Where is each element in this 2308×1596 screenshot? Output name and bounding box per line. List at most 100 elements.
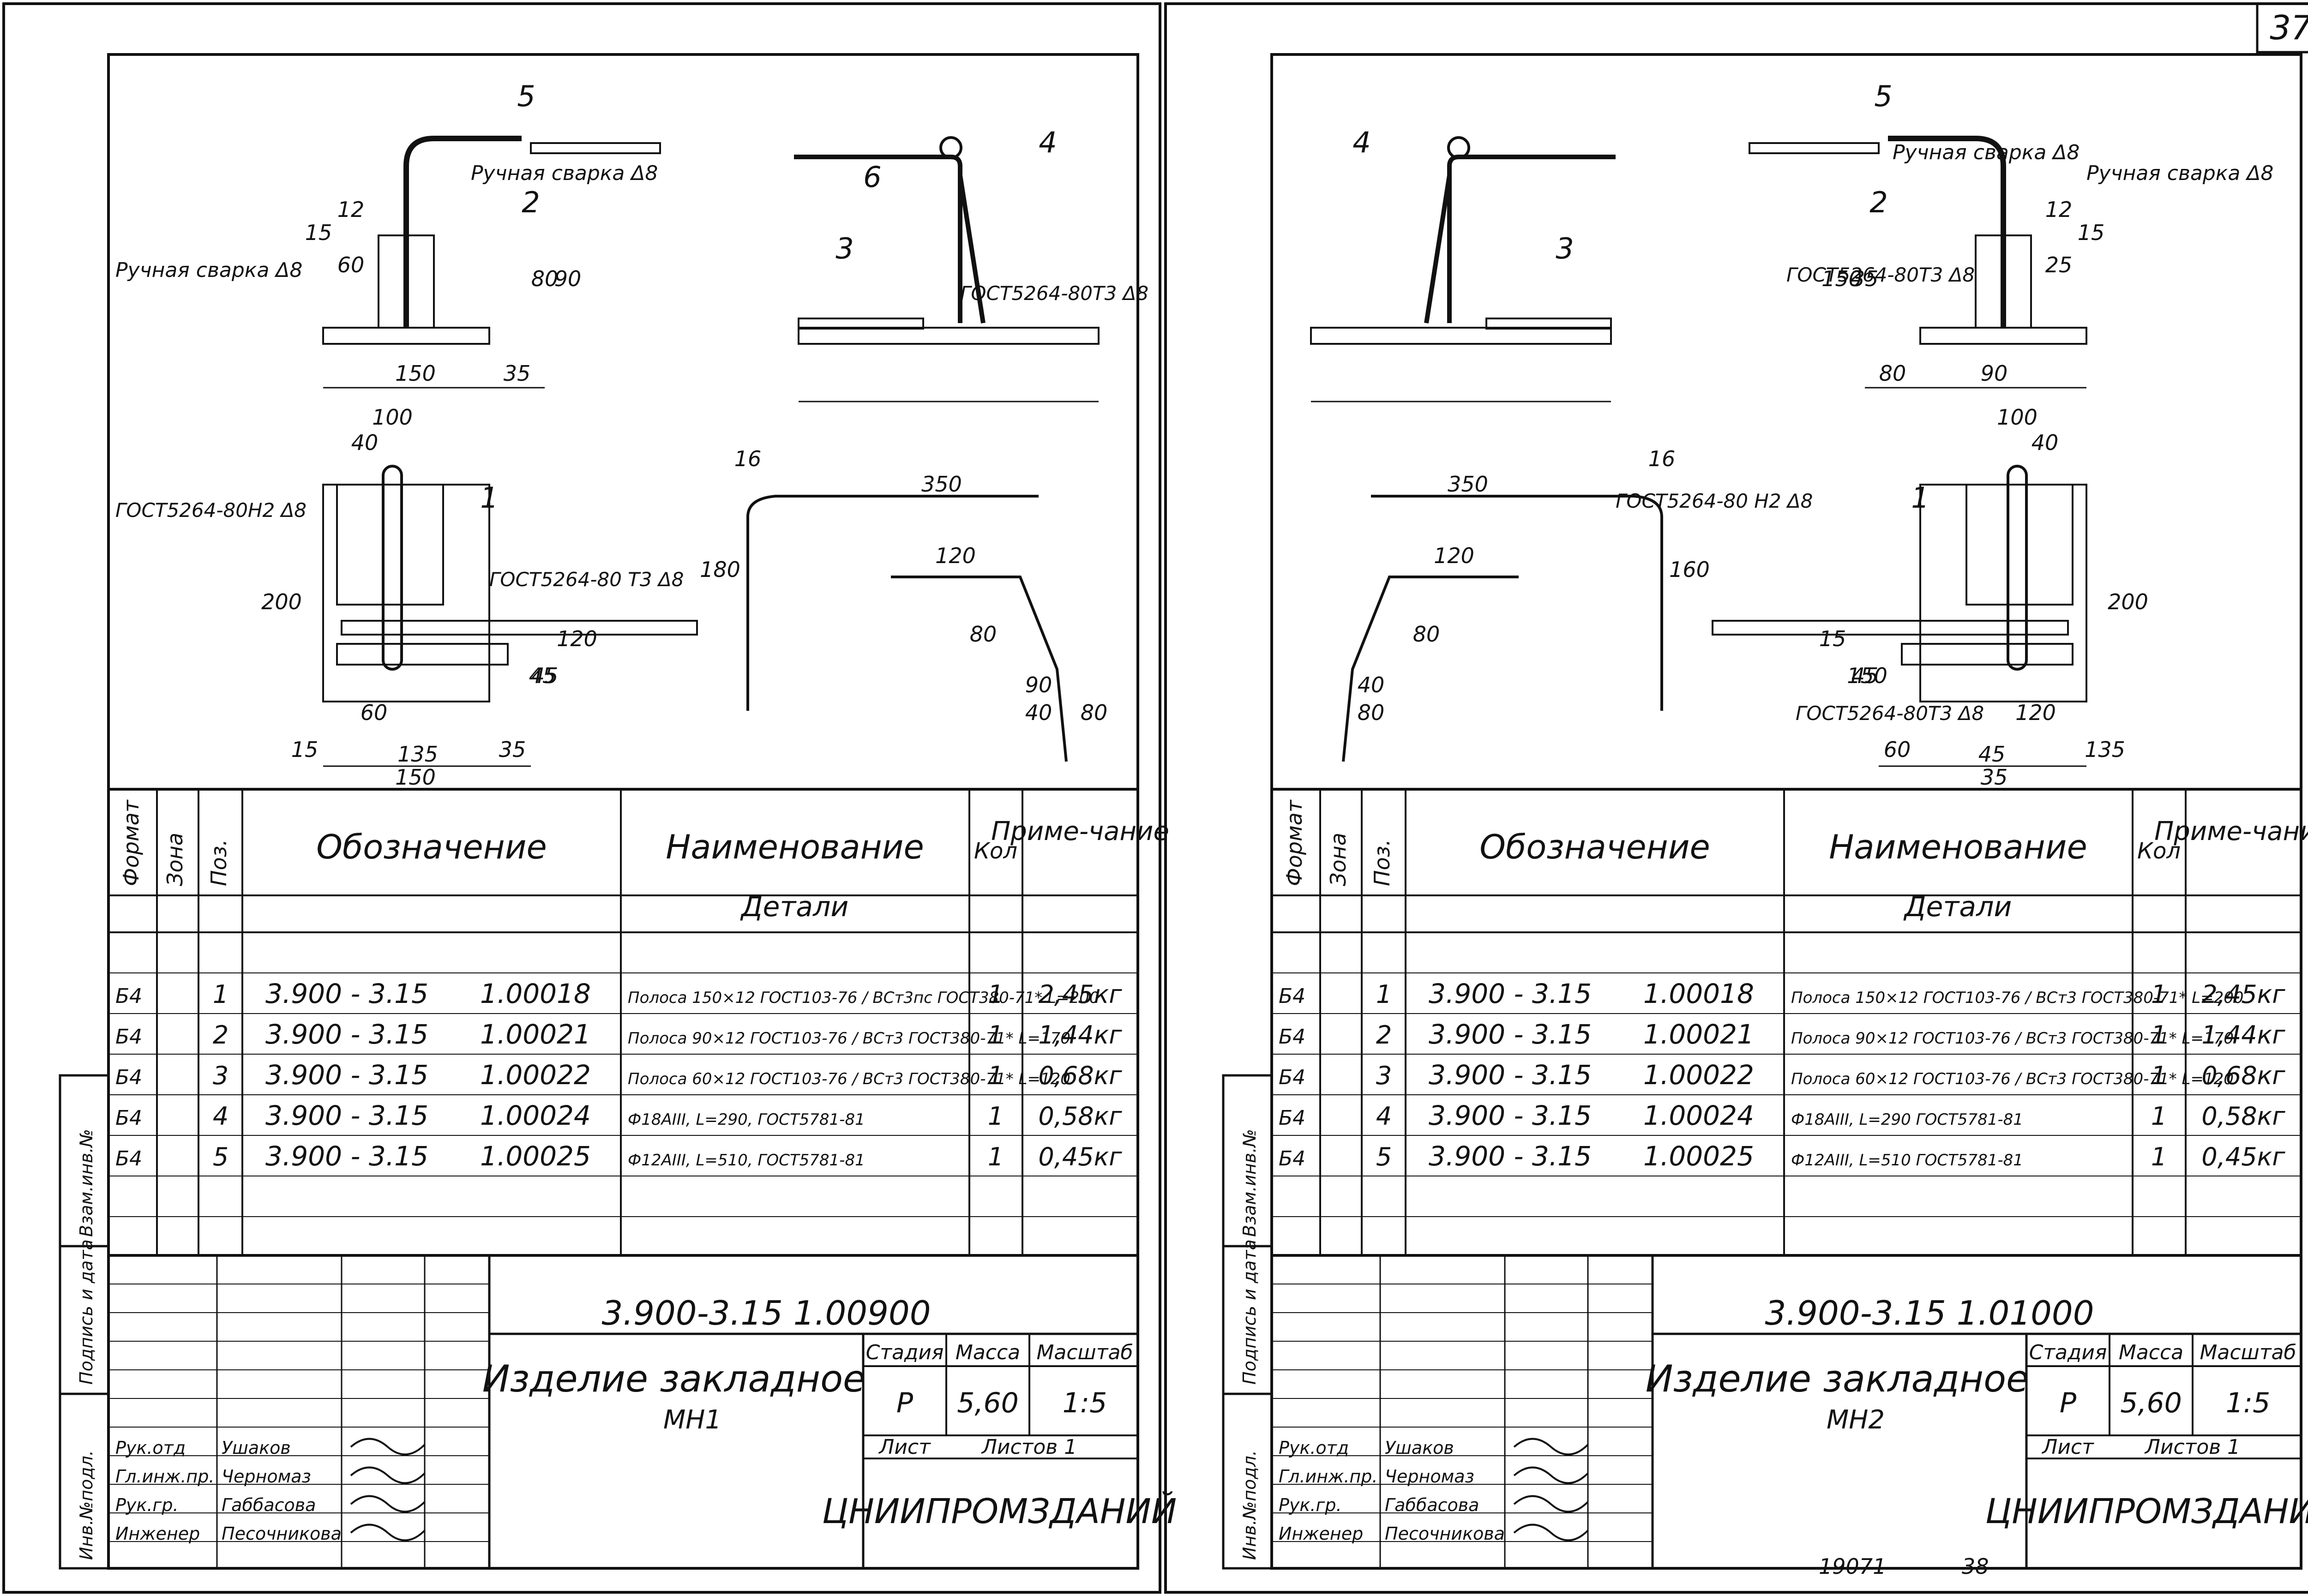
staff-role: Рук.гр. <box>1279 1495 1342 1515</box>
position-mark: 5 <box>517 79 535 113</box>
row-code: 3.900 - 3.15 <box>1429 978 1592 1009</box>
row-code: 3.900 - 3.15 <box>265 1059 428 1091</box>
position-mark: 3 <box>1556 232 1574 265</box>
weld-note-2: Ручная сварка Δ8 <box>2086 162 2273 185</box>
row-name: Полоса 60×12 ГОСТ103-76 / ВСт3 ГОСТ380-7… <box>1791 1070 2234 1088</box>
header-name: Наименование <box>1829 828 2087 866</box>
dimension-label: 40 <box>351 430 379 455</box>
row-code: 3.900 - 3.15 <box>1429 1140 1592 1172</box>
row-format: Б4 <box>115 1147 142 1170</box>
staff-name: Ушаков <box>222 1438 291 1458</box>
row-code: 3.900 - 3.15 <box>265 1019 428 1050</box>
row-pos: 4 <box>1376 1102 1392 1131</box>
dimension-label: 60 <box>337 252 365 277</box>
signature <box>1513 1438 1589 1456</box>
dimension-label: 135 <box>397 742 438 767</box>
footer-right-number: 38 <box>1962 1554 1989 1579</box>
dimension-label: 80 <box>1879 361 1906 386</box>
staff-role: Гл.инж.пр. <box>115 1466 214 1487</box>
dimension-label: 180 <box>700 557 740 582</box>
row-format: Б4 <box>115 1106 142 1130</box>
sheets-label: Листов 1 <box>981 1435 1077 1459</box>
bar-section <box>1447 136 1470 159</box>
dimension-label: 135 <box>2085 737 2125 762</box>
row-note: 0,58кг <box>1038 1102 1122 1131</box>
row-pos: 4 <box>213 1102 228 1131</box>
row-name: Полоса 150×12 ГОСТ103-76 / ВСт3пс ГОСТ38… <box>628 989 1099 1007</box>
gost-note-h2: ГОСТ5264-80Н2 Δ8 <box>115 499 307 522</box>
signature <box>350 1466 426 1484</box>
dimension-label: 120 <box>935 543 976 568</box>
weld-note: Ручная сварка Δ8 <box>1893 141 2080 164</box>
row-qty: 1 <box>2151 1020 2167 1050</box>
header-zone: Зона <box>1326 833 1351 886</box>
dimension-label: 15 <box>305 220 332 245</box>
gost-note-h2: ГОСТ5264-80 Н2 Δ8 <box>1616 490 1813 512</box>
bar-4-side <box>958 175 986 324</box>
row-note: 0,68кг <box>2201 1061 2285 1090</box>
drawing-area <box>322 136 1100 767</box>
staff-name: Габбасова <box>1385 1495 1479 1515</box>
dimension-label: 90 <box>1981 361 2008 386</box>
dimension-label: 40 <box>1358 672 1385 697</box>
drawing-area <box>1310 136 2087 767</box>
dimension-label: 40 <box>2032 430 2059 455</box>
dimension-label: 16 <box>1648 446 1676 471</box>
row-pos: 3 <box>213 1061 228 1090</box>
row-code: 3.900 - 3.15 <box>1429 1100 1592 1131</box>
staff-name: Песочникова <box>222 1524 342 1544</box>
row-number: 1.00018 <box>480 978 591 1009</box>
signature <box>350 1438 426 1456</box>
header-qty: Кол <box>974 838 1017 864</box>
section-title: Детали <box>1903 891 2012 923</box>
row-format: Б4 <box>115 1025 142 1049</box>
row-note: 2,45кг <box>1038 980 1122 1009</box>
left-sheet: Инв.№подл.Подпись и датаВзам.инв.№Ручная… <box>59 53 1177 1570</box>
gost-note-t3: ГОСТ5264-80Т3 Δ8 <box>1786 264 1975 286</box>
dimension-label: 80 <box>1358 700 1385 725</box>
signature <box>1513 1495 1589 1513</box>
bar-5-bent <box>403 136 522 328</box>
header-format: Формат <box>1282 799 1307 886</box>
signature <box>1513 1466 1589 1484</box>
bar-4-plan <box>2007 465 2028 671</box>
dimension-label: 60 <box>361 700 388 725</box>
scale-label: Масштаб <box>1036 1341 1133 1364</box>
plate-1-plan <box>1919 484 2087 702</box>
dimension-label: 35 <box>1981 765 2008 790</box>
staff-name: Габбасова <box>222 1495 316 1515</box>
dimension-label: 200 <box>261 589 302 614</box>
plate-3-plan <box>1901 643 2074 666</box>
plate-1-side <box>1919 327 2087 345</box>
row-qty: 1 <box>988 1142 1004 1171</box>
row-name: Полоса 90×12 ГОСТ103-76 / ВСт3 ГОСТ380-7… <box>1791 1029 2234 1048</box>
footer-left-number: 19071 <box>1819 1554 1886 1579</box>
dimension-label: 350 <box>1448 472 1488 497</box>
side-label-sign: Подпись и дата <box>1239 1239 1260 1385</box>
dimension-label: 60 <box>1884 737 1911 762</box>
side-label-replace: Взам.инв.№ <box>1239 1129 1260 1237</box>
dimension-label: 160 <box>1669 557 1710 582</box>
dimension-label: 90 <box>554 266 582 291</box>
side-label-inv: Инв.№подл. <box>76 1450 96 1560</box>
row-number: 1.00024 <box>480 1100 591 1131</box>
row-name: Ф12АIII, L=510 ГОСТ5781-81 <box>1791 1151 2023 1170</box>
staff-role: Инженер <box>115 1524 200 1544</box>
row-note: 0,68кг <box>1038 1061 1122 1090</box>
sheet-label: Лист <box>2041 1435 2094 1459</box>
row-note: 0,45кг <box>1038 1142 1122 1171</box>
dimension-label: 12 <box>2045 197 2073 222</box>
mass-value: 5,60 <box>2120 1387 2182 1419</box>
staff-role: Гл.инж.пр. <box>1279 1466 1377 1487</box>
dimension-label: 35 <box>499 737 526 762</box>
dimension-label: 45 <box>1851 663 1879 688</box>
doc-code: 3.900-3.15 1.01000 <box>1765 1294 2094 1332</box>
dimension-label: 15 <box>291 737 319 762</box>
stage-label: Стадия <box>866 1341 944 1364</box>
bar-bent-b <box>1447 155 1616 323</box>
header-format: Формат <box>119 799 144 886</box>
staff-role: Рук.отд <box>115 1438 186 1458</box>
side-strip <box>1222 1074 1273 1570</box>
bar-section <box>939 136 962 159</box>
